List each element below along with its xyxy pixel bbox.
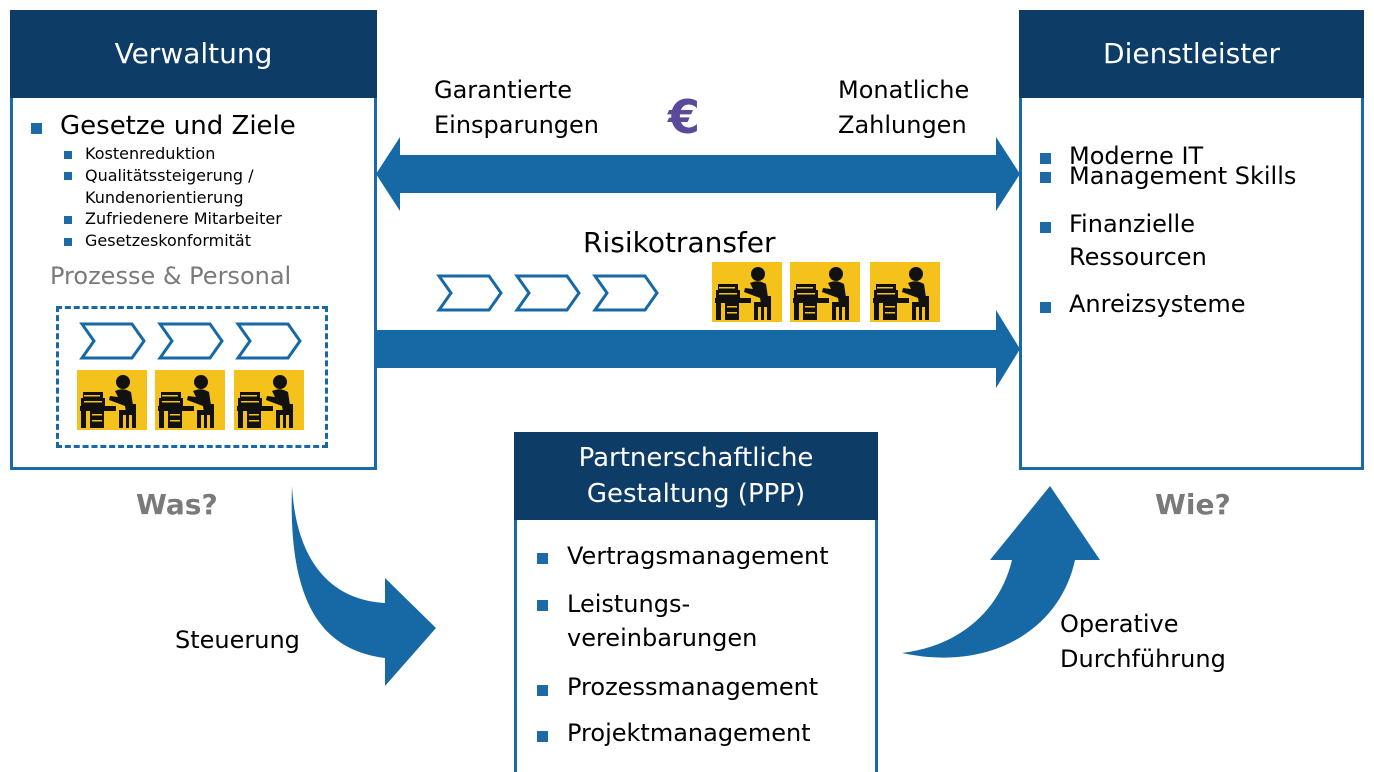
verwaltung-sub-item: Kostenreduktion <box>85 144 216 163</box>
process-personnel-box <box>56 306 328 448</box>
verwaltung-header: Verwaltung <box>10 10 377 98</box>
bullet-icon <box>31 123 42 134</box>
dienstleister-item: Moderne IT <box>1069 142 1204 170</box>
section-label: Prozesse & Personal <box>50 262 292 290</box>
bullet-icon <box>537 600 548 611</box>
bullet-icon <box>64 216 72 224</box>
ppp-item: Vertragsmanagement <box>567 542 829 570</box>
bullet-icon <box>1040 172 1051 183</box>
guaranteed-savings-label: Einsparungen <box>434 111 599 139</box>
ppp-item: Leistungs- <box>567 590 691 618</box>
verwaltung-sub-item: Kundenorientierung <box>85 188 244 207</box>
ppp-item: vereinbarungen <box>567 624 758 652</box>
ppp-title: Partnerschaftliche <box>578 443 814 473</box>
bullet-icon <box>64 151 72 159</box>
bullet-icon <box>537 553 548 564</box>
bullet-icon <box>537 731 548 742</box>
dienstleister-item: Management Skills <box>1069 162 1297 190</box>
euro-icon: € <box>668 90 701 144</box>
bullet-icon <box>1040 222 1051 233</box>
ppp-title: Gestaltung (PPP) <box>586 479 806 509</box>
guaranteed-savings-label: Garantierte <box>434 76 572 104</box>
dienstleister-title: Dienstleister <box>1103 37 1280 70</box>
bullet-icon <box>64 238 72 246</box>
dienstleister-header: Dienstleister <box>1019 10 1364 98</box>
dienstleister-item: Ressourcen <box>1069 243 1207 271</box>
bullet-icon <box>1040 153 1051 164</box>
was-label: Was? <box>136 488 218 521</box>
verwaltung-sub-item: Gesetzeskonformität <box>85 231 251 250</box>
ppp-item: Projektmanagement <box>567 719 811 747</box>
bullet-icon <box>537 685 548 696</box>
dienstleister-item: Finanzielle <box>1069 210 1195 238</box>
steuerung-label: Steuerung <box>175 626 300 654</box>
bullet-icon <box>64 172 72 180</box>
risk-transfer-label: Risikotransfer <box>583 226 776 259</box>
verwaltung-sub-item: Qualitätssteigerung / <box>85 166 254 185</box>
verwaltung-sub-item: Zufriedenere Mitarbeiter <box>85 209 282 228</box>
ppp-header: Partnerschaftliche Gestaltung (PPP) <box>514 432 878 520</box>
operative-label: Operative <box>1060 610 1179 638</box>
monthly-payments-label: Zahlungen <box>838 111 967 139</box>
wie-label: Wie? <box>1155 488 1231 521</box>
monthly-payments-label: Monatliche <box>838 76 970 104</box>
verwaltung-title: Verwaltung <box>114 37 273 70</box>
dienstleister-item: Anreizsysteme <box>1069 290 1246 318</box>
bullet-icon <box>1040 302 1051 313</box>
ppp-item: Prozessmanagement <box>567 673 819 701</box>
operative-label: Durchführung <box>1060 645 1226 673</box>
verwaltung-main-item: Gesetze und Ziele <box>60 111 296 141</box>
